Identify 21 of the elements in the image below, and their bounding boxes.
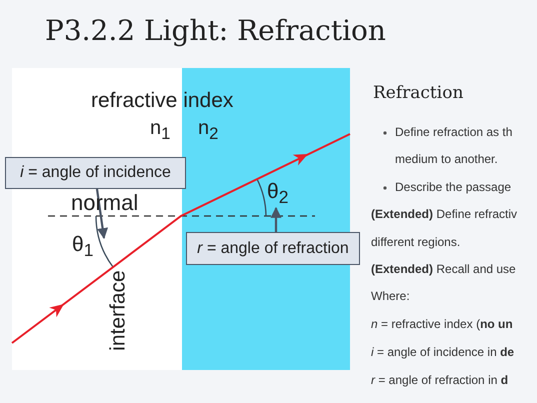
body-text: medium to another. bbox=[395, 153, 498, 166]
body-text: r = angle of refraction in d bbox=[371, 374, 508, 388]
diagram-label: interface bbox=[106, 270, 130, 351]
symbol-label: n$_{2}$ bbox=[198, 117, 218, 144]
angle-label: θ$_{2}$ bbox=[267, 179, 295, 205]
angle-label: θ$_{1}$ bbox=[72, 232, 96, 258]
body-text: (Extended) Define refractiv bbox=[371, 208, 518, 222]
callout-box: i = angle of incidence bbox=[5, 157, 186, 189]
bullet-text: Define refraction as th bbox=[395, 126, 512, 140]
symbol-label: n$_{1}$ bbox=[150, 117, 170, 144]
body-text: different regions. bbox=[371, 236, 460, 250]
diagram-label: refractive index bbox=[91, 89, 234, 112]
body-text: Where: bbox=[371, 290, 410, 304]
body-text: n = refractive index (no un bbox=[371, 318, 513, 332]
callout-box: r = angle of refraction bbox=[186, 232, 360, 265]
section-heading: Refraction bbox=[373, 83, 464, 103]
body-text: i = angle of incidence in de bbox=[371, 346, 514, 360]
leader-arrow bbox=[270, 206, 282, 232]
bullet-text: Describe the passage bbox=[395, 181, 512, 194]
slide-title: P3.2.2 Light: Refraction bbox=[45, 14, 386, 47]
body-text: (Extended) Recall and use bbox=[371, 263, 516, 276]
